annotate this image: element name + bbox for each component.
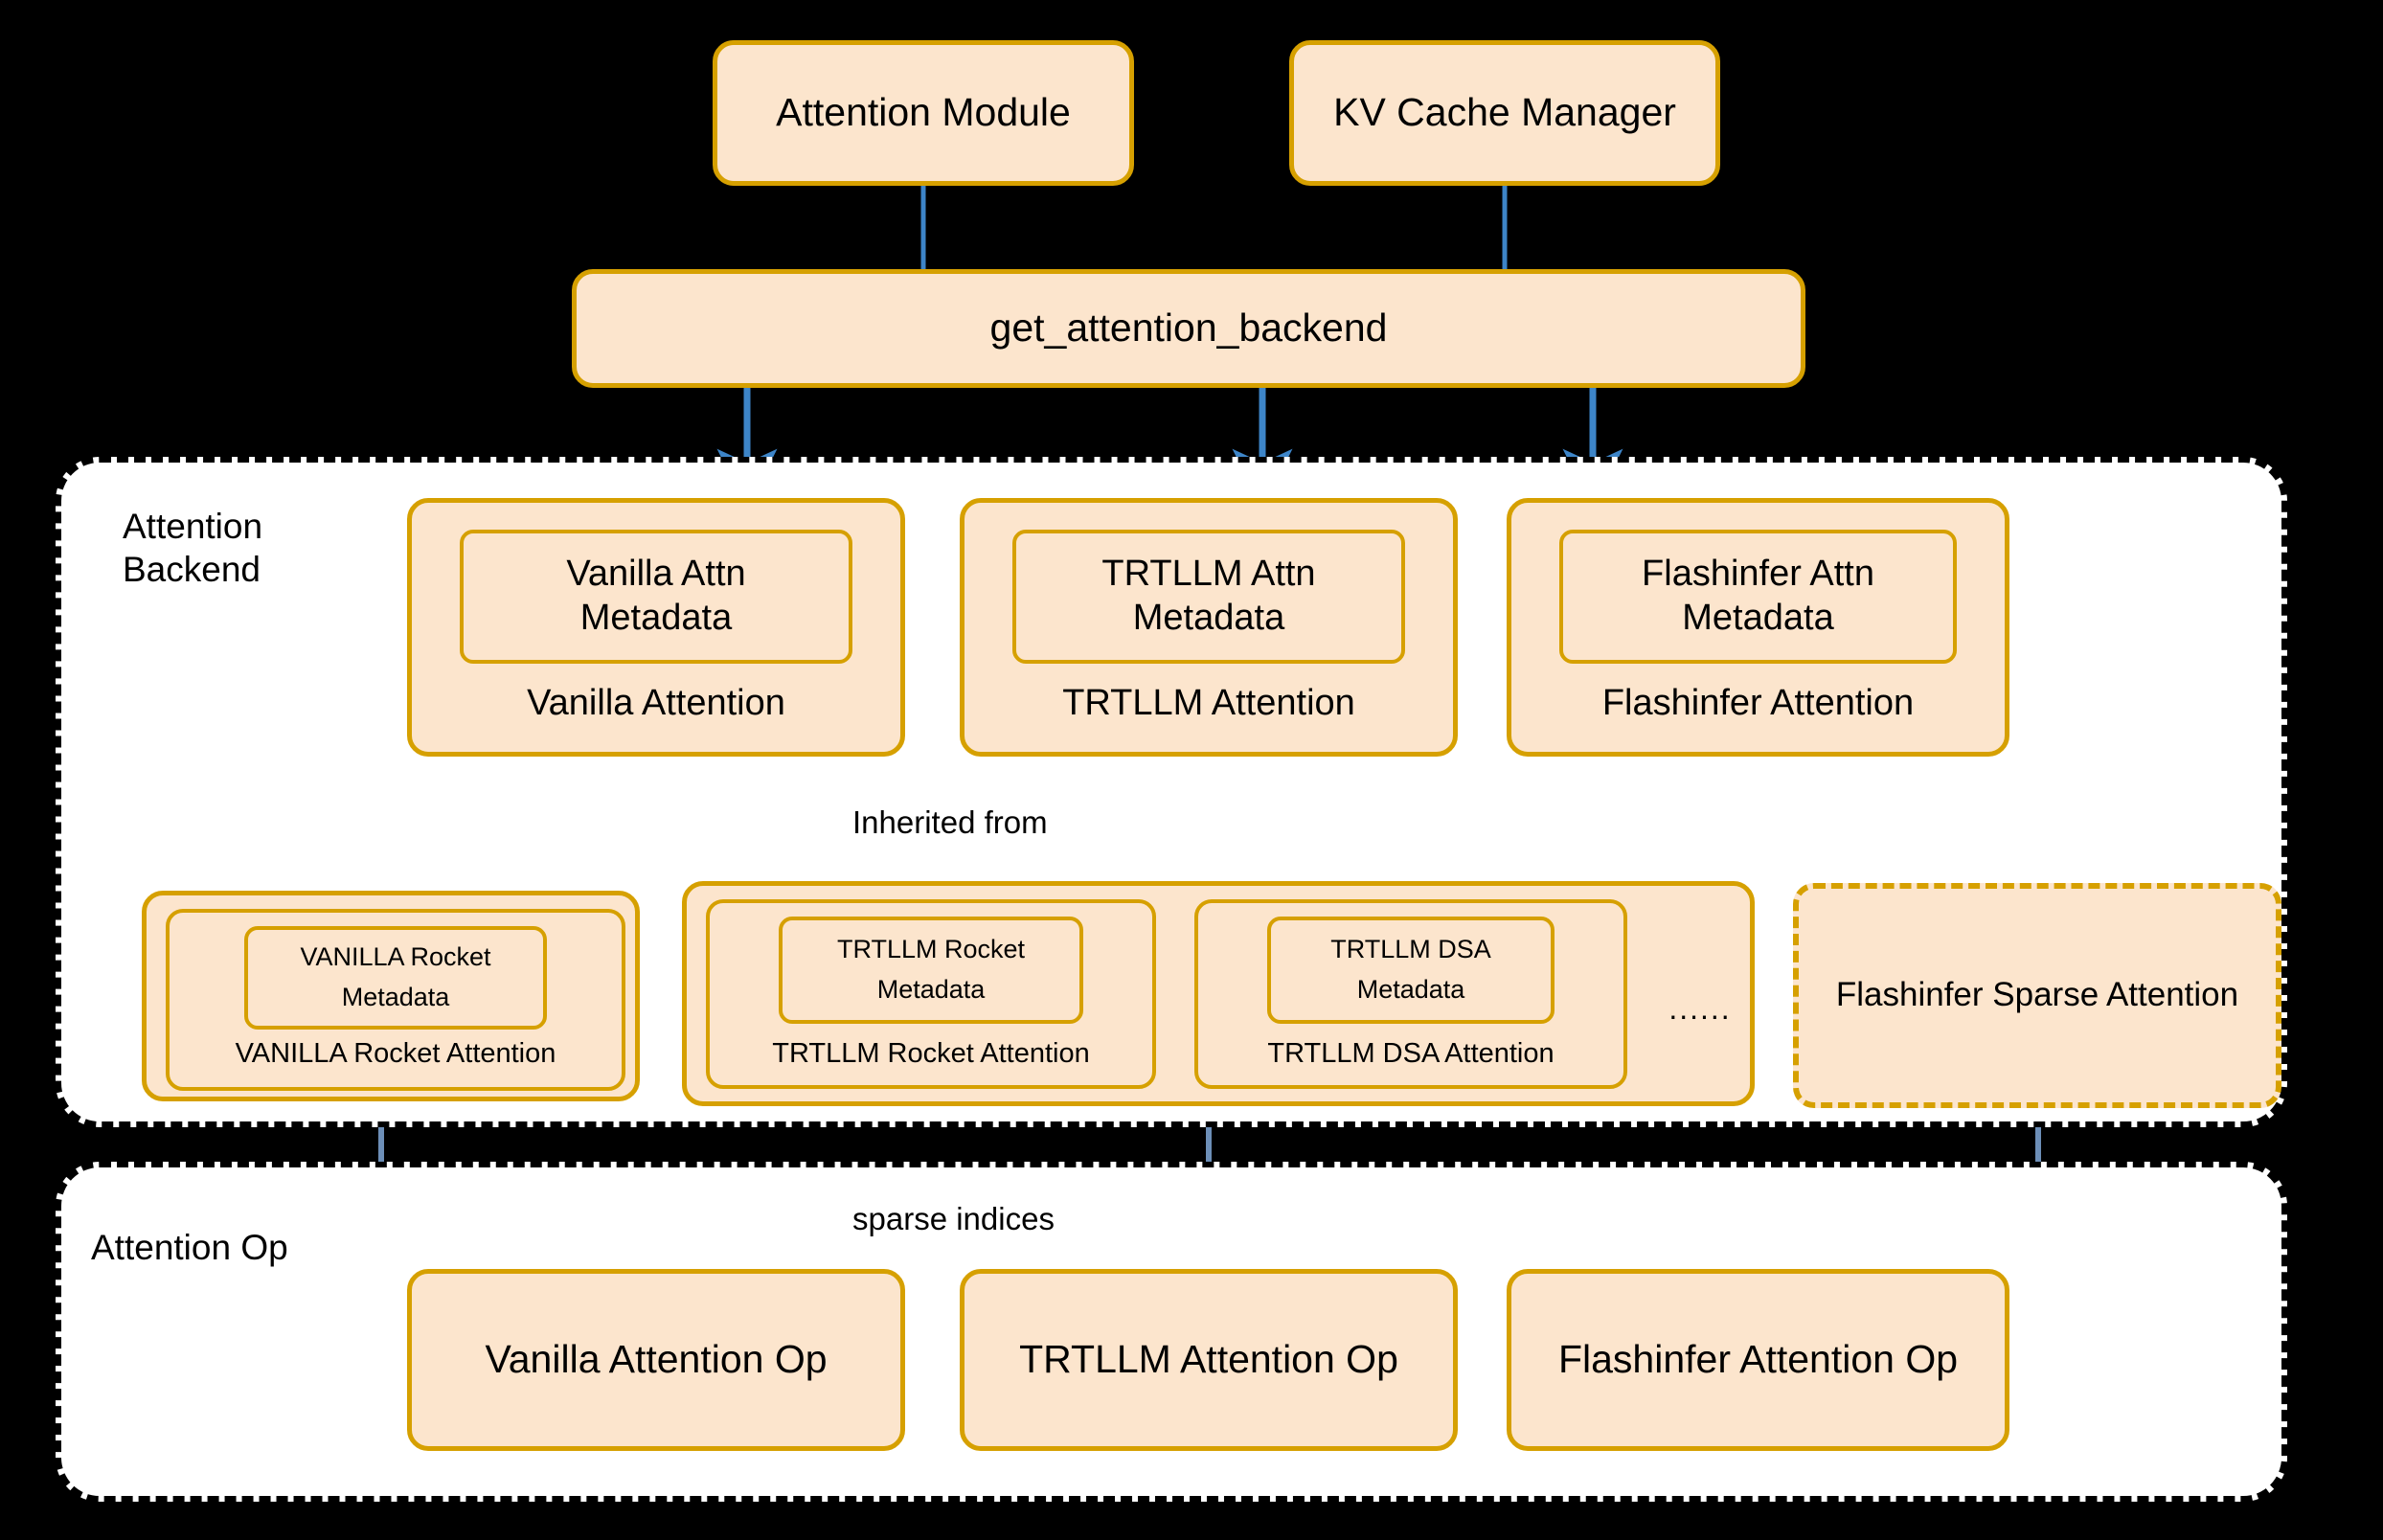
- node-trtllm-dsa-metadata-label: TRTLLM DSA Metadata: [1330, 935, 1491, 1004]
- node-vanilla-attention-backend[interactable]: Vanilla Attn Metadata Vanilla Attention: [407, 498, 905, 757]
- node-vanilla-attention-op-label: Vanilla Attention Op: [485, 1337, 828, 1382]
- edge-label-inherited-from: Inherited from: [852, 804, 1048, 840]
- node-trtllm-dsa-attention[interactable]: TRTLLM DSA Metadata TRTLLM DSA Attention: [1194, 899, 1627, 1089]
- node-trtllm-attention-caption: TRTLLM Attention: [1062, 683, 1355, 724]
- node-trtllm-attention-backend[interactable]: TRTLLM Attn Metadata TRTLLM Attention: [960, 498, 1458, 757]
- node-trtllm-rocket-metadata[interactable]: TRTLLM Rocket Metadata: [779, 917, 1083, 1024]
- node-vanilla-rocket-metadata-label: VANILLA Rocket Metadata: [300, 942, 491, 1011]
- node-trtllm-rocket-caption: TRTLLM Rocket Attention: [772, 1038, 1090, 1069]
- group-vanilla-sparse: VANILLA Rocket Metadata VANILLA Rocket A…: [142, 891, 640, 1101]
- node-trtllm-dsa-metadata[interactable]: TRTLLM DSA Metadata: [1267, 917, 1555, 1024]
- node-flashinfer-attention-op[interactable]: Flashinfer Attention Op: [1507, 1269, 2009, 1451]
- node-flashinfer-sparse-attention[interactable]: Flashinfer Sparse Attention: [1793, 883, 2281, 1108]
- node-kv-cache-manager[interactable]: KV Cache Manager: [1289, 40, 1720, 186]
- node-flashinfer-attention-op-label: Flashinfer Attention Op: [1557, 1337, 1959, 1382]
- node-vanilla-attn-metadata-label: Vanilla Attn Metadata: [566, 554, 746, 638]
- node-trtllm-attention-op[interactable]: TRTLLM Attention Op: [960, 1269, 1458, 1451]
- node-flashinfer-sparse-attention-label: Flashinfer Sparse Attention: [1835, 976, 2239, 1014]
- node-flashinfer-attention-backend[interactable]: Flashinfer Attn Metadata Flashinfer Atte…: [1507, 498, 2009, 757]
- region-attention-backend-label: Attention Backend: [123, 507, 263, 590]
- node-vanilla-attention-op[interactable]: Vanilla Attention Op: [407, 1269, 905, 1451]
- node-flashinfer-attn-metadata-label: Flashinfer Attn Metadata: [1642, 554, 1874, 638]
- node-trtllm-dsa-caption: TRTLLM DSA Attention: [1267, 1038, 1555, 1069]
- node-flashinfer-attn-metadata[interactable]: Flashinfer Attn Metadata: [1559, 530, 1957, 664]
- node-vanilla-rocket-attention[interactable]: VANILLA Rocket Metadata VANILLA Rocket A…: [166, 909, 625, 1091]
- ellipsis-more-backends: ......: [1668, 991, 1732, 1026]
- node-vanilla-attention-caption: Vanilla Attention: [527, 683, 785, 724]
- node-trtllm-rocket-attention[interactable]: TRTLLM Rocket Metadata TRTLLM Rocket Att…: [706, 899, 1156, 1089]
- node-vanilla-rocket-metadata[interactable]: VANILLA Rocket Metadata: [244, 926, 547, 1030]
- edge-label-sparse-indices: sparse indices: [852, 1201, 1055, 1236]
- group-trtllm-sparse: TRTLLM Rocket Metadata TRTLLM Rocket Att…: [682, 881, 1755, 1106]
- node-vanilla-attn-metadata[interactable]: Vanilla Attn Metadata: [460, 530, 852, 664]
- node-trtllm-attn-metadata-label: TRTLLM Attn Metadata: [1101, 554, 1316, 638]
- node-trtllm-rocket-metadata-label: TRTLLM Rocket Metadata: [836, 935, 1026, 1004]
- node-get-attention-backend-label: get_attention_backend: [989, 306, 1388, 351]
- node-vanilla-rocket-caption: VANILLA Rocket Attention: [235, 1038, 556, 1069]
- node-attention-module-label: Attention Module: [776, 90, 1071, 135]
- node-get-attention-backend[interactable]: get_attention_backend: [572, 269, 1805, 388]
- node-flashinfer-attention-caption: Flashinfer Attention: [1601, 683, 1915, 724]
- node-trtllm-attention-op-label: TRTLLM Attention Op: [1019, 1337, 1398, 1382]
- node-trtllm-attn-metadata[interactable]: TRTLLM Attn Metadata: [1012, 530, 1405, 664]
- node-attention-module[interactable]: Attention Module: [713, 40, 1134, 186]
- node-kv-cache-manager-label: KV Cache Manager: [1333, 90, 1676, 135]
- region-attention-op-label: Attention Op: [91, 1228, 288, 1267]
